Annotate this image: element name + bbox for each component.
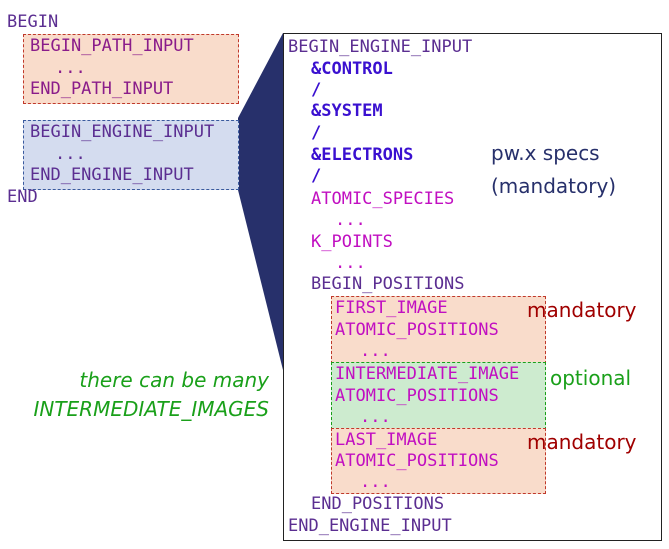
optional-label: optional: [550, 366, 632, 390]
intermediate-image-keyword: INTERMEDIATE_IMAGE: [335, 364, 520, 384]
card-ellipsis: ...: [360, 341, 391, 361]
namelist-slash: /: [311, 166, 322, 186]
card-ellipsis: ...: [360, 407, 391, 427]
engine-end-keyword: END_ENGINE_INPUT: [288, 516, 452, 536]
k-points-card: K_POINTS: [311, 232, 393, 252]
card-ellipsis: ...: [335, 253, 366, 273]
atomic-positions-card: ATOMIC_POSITIONS: [335, 451, 499, 471]
path-input-box: [23, 34, 239, 104]
engine-end-keyword-small: END_ENGINE_INPUT: [30, 165, 194, 185]
positions-end-keyword: END_POSITIONS: [311, 494, 445, 514]
begin-keyword: BEGIN: [7, 12, 59, 32]
engine-begin-keyword: BEGIN_ENGINE_INPUT: [288, 37, 473, 57]
engine-ellipsis-small: ...: [55, 144, 86, 164]
card-ellipsis: ...: [335, 210, 366, 230]
path-begin-keyword: BEGIN_PATH_INPUT: [30, 36, 194, 56]
many-images-note-line2: INTERMEDIATE_IMAGES: [33, 397, 269, 421]
first-image-keyword: FIRST_IMAGE: [335, 298, 448, 318]
atomic-species-card: ATOMIC_SPECIES: [311, 189, 455, 209]
atomic-positions-card: ATOMIC_POSITIONS: [335, 386, 499, 406]
path-end-keyword: END_PATH_INPUT: [30, 79, 174, 99]
namelist-slash: /: [311, 80, 322, 100]
pwx-specs-label: pw.x specs: [491, 141, 600, 165]
last-image-box: [331, 428, 546, 494]
end-keyword: END: [7, 187, 38, 207]
path-ellipsis: ...: [55, 58, 86, 78]
last-image-keyword: LAST_IMAGE: [335, 430, 438, 450]
many-images-note-line1: there can be many: [79, 368, 269, 392]
first-mandatory-label: mandatory: [527, 298, 637, 322]
positions-begin-keyword: BEGIN_POSITIONS: [311, 274, 465, 294]
last-mandatory-label: mandatory: [527, 430, 637, 454]
engine-begin-keyword-small: BEGIN_ENGINE_INPUT: [30, 122, 215, 142]
pwx-mandatory-label: (mandatory): [491, 174, 617, 198]
namelist-slash: /: [311, 123, 322, 143]
zoom-connector: [238, 33, 283, 370]
system-namelist: &SYSTEM: [311, 101, 383, 121]
electrons-namelist: &ELECTRONS: [311, 145, 414, 165]
card-ellipsis: ...: [360, 472, 391, 492]
control-namelist: &CONTROL: [311, 59, 393, 79]
atomic-positions-card: ATOMIC_POSITIONS: [335, 320, 499, 340]
engine-input-box: [23, 120, 239, 190]
